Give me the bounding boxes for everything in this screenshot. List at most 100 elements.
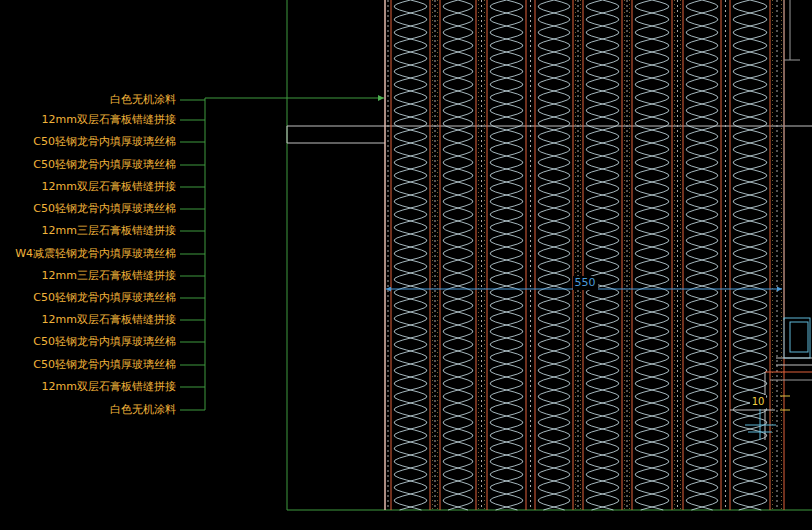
leader-line [180, 209, 205, 210]
leader-line [180, 320, 205, 321]
gypsum-board-layer [575, 0, 576, 510]
wall-face [385, 0, 386, 510]
gypsum-board-edge [622, 0, 623, 510]
gypsum-board-edge [683, 0, 684, 510]
gypsum-board-layer [580, 0, 581, 510]
glass-wool-insulation [586, 0, 619, 510]
leader-line [180, 410, 205, 411]
frame-line [770, 380, 812, 381]
glass-wool-insulation [538, 0, 570, 510]
window-frame [790, 322, 808, 352]
leader-line [180, 165, 205, 166]
gypsum-board-joint [578, 0, 579, 510]
leader-line [180, 387, 205, 388]
gypsum-board-edge [487, 0, 488, 510]
gypsum-board-edge [721, 0, 722, 510]
gypsum-board-layer [680, 0, 681, 510]
gypsum-board-joint [677, 0, 678, 510]
gypsum-board-layer [478, 0, 479, 510]
gypsum-board-layer [674, 0, 675, 510]
leader-line [180, 142, 205, 143]
layer-label: 12mm双层石膏板错缝拼接 [42, 113, 176, 127]
gypsum-board-edge [385, 0, 386, 510]
frame-line [776, 358, 812, 359]
leader-line [180, 100, 205, 101]
frame-line [784, 60, 800, 61]
leader-line [180, 254, 205, 255]
frame-line [745, 425, 776, 426]
dimension-text: 550 [573, 276, 598, 290]
glass-wool-insulation [443, 0, 473, 510]
gypsum-board-joint [725, 0, 726, 510]
leader-line [180, 298, 205, 299]
gypsum-board-edge [391, 0, 392, 510]
slab-edge [287, 143, 385, 144]
leader-line [180, 231, 205, 232]
leader-line [180, 276, 205, 277]
layer-label: 12mm双层石膏板错缝拼接 [42, 180, 176, 194]
grid-line [287, 0, 288, 510]
layer-label: C50轻钢龙骨内填厚玻璃丝棉 [33, 135, 176, 149]
glass-wool-insulation [394, 0, 427, 510]
frame-line [784, 0, 785, 320]
gypsum-board-layer [624, 0, 625, 510]
gypsum-board-joint [777, 0, 778, 510]
gypsum-board-joint [530, 0, 531, 510]
gypsum-board-layer [437, 0, 438, 510]
leader-line [180, 120, 205, 121]
leader-line [180, 342, 205, 343]
leader-line [180, 365, 205, 366]
frame-line [776, 365, 812, 366]
layer-label: 12mm三层石膏板错缝拼接 [42, 224, 176, 238]
glass-wool-insulation [733, 0, 767, 510]
dimension-tick [780, 396, 790, 397]
frame-line [730, 410, 775, 411]
glass-wool-insulation [733, 0, 767, 510]
dimension-text: 10 [750, 395, 767, 409]
gypsum-board-edge [632, 0, 633, 510]
wall-layers [287, 0, 812, 510]
grid-line [287, 510, 812, 511]
gypsum-board-joint [481, 0, 482, 510]
gypsum-board-edge [770, 0, 771, 510]
gypsum-board-layer [781, 0, 782, 510]
layer-label: 12mm三层石膏板错缝拼接 [42, 269, 176, 283]
leader-line [205, 98, 384, 99]
gypsum-board-layer [432, 0, 433, 510]
window-frame [784, 318, 810, 358]
leader-line [180, 187, 205, 188]
layer-label: W4减震轻钢龙骨内填厚玻璃丝棉 [15, 247, 176, 261]
gypsum-board-edge [583, 0, 584, 510]
glass-wool-insulation [686, 0, 718, 510]
glass-wool-insulation [538, 0, 570, 510]
glass-wool-insulation [686, 0, 718, 510]
layer-label: 12mm双层石膏板错缝拼接 [42, 313, 176, 327]
gypsum-board-edge [476, 0, 477, 510]
layer-label: 12mm双层石膏板错缝拼接 [42, 380, 176, 394]
gypsum-board-layer [772, 0, 773, 510]
glass-wool-insulation [490, 0, 523, 510]
gypsum-board-joint [627, 0, 628, 510]
gypsum-board-edge [440, 0, 441, 510]
layer-label: 白色无机涂料 [110, 93, 176, 107]
glass-wool-insulation [635, 0, 669, 510]
layer-label: C50轻钢龙骨内填厚玻璃丝棉 [33, 358, 176, 372]
leader-lines [180, 98, 782, 410]
gypsum-board-layer [629, 0, 630, 510]
gypsum-board-joint [388, 0, 389, 510]
frame-line [790, 0, 791, 60]
gypsum-board-edge [730, 0, 731, 510]
gypsum-board-edge [672, 0, 673, 510]
gypsum-board-layer [484, 0, 485, 510]
layer-label: C50轻钢龙骨内填厚玻璃丝棉 [33, 202, 176, 216]
slab-edge [287, 126, 812, 127]
glass-wool-insulation [443, 0, 473, 510]
glass-wool-insulation [586, 0, 619, 510]
glass-wool-insulation [490, 0, 523, 510]
layer-label: C50轻钢龙骨内填厚玻璃丝棉 [33, 158, 176, 172]
gypsum-board-edge [535, 0, 536, 510]
gypsum-board-joint [435, 0, 436, 510]
glass-wool-insulation [394, 0, 427, 510]
gypsum-board-edge [573, 0, 574, 510]
